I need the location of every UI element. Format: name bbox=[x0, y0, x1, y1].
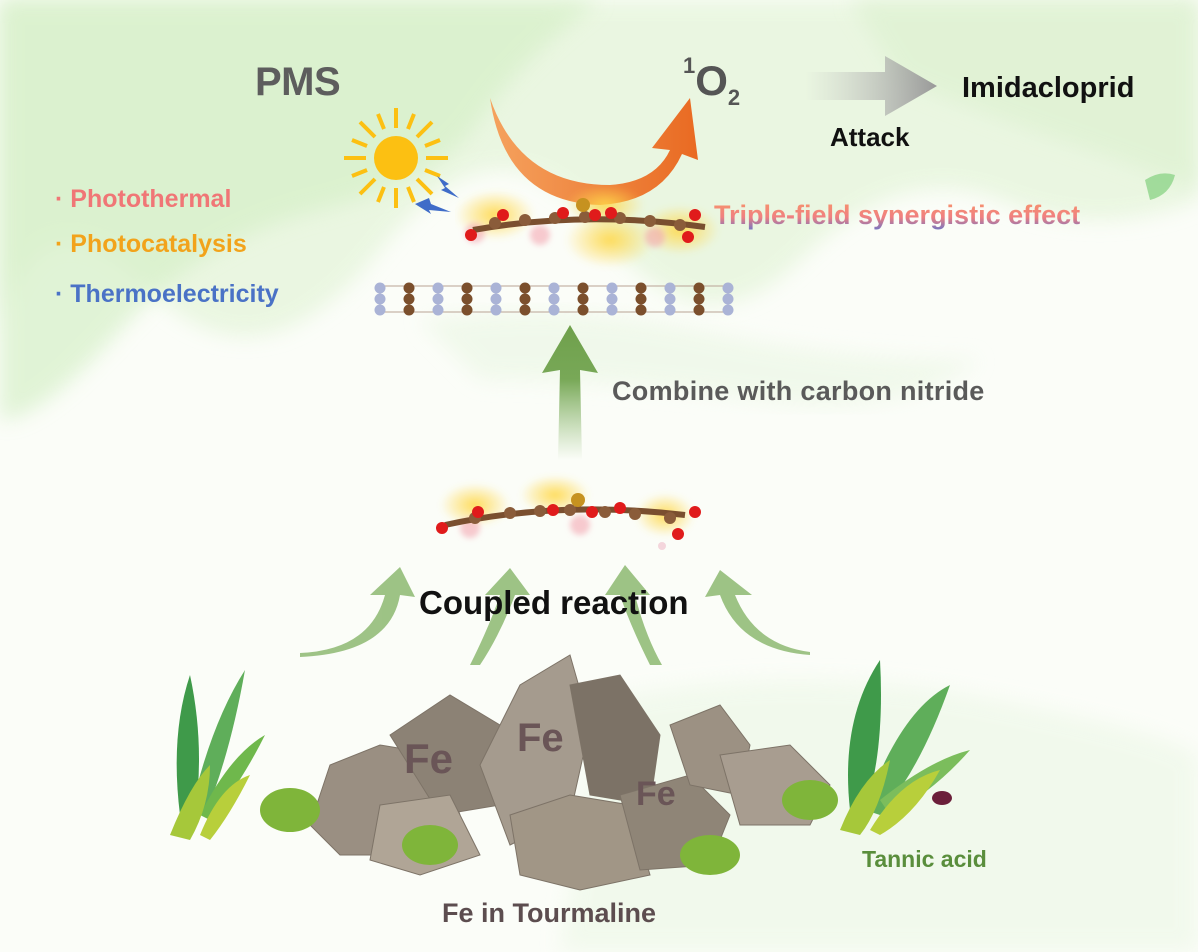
curved-arrow-icon bbox=[490, 98, 698, 205]
nitrogen-atom bbox=[374, 293, 386, 305]
curved-arrow-4 bbox=[705, 570, 810, 655]
carbon-atom bbox=[693, 282, 705, 294]
nitrogen-atom bbox=[606, 304, 618, 316]
curved-arrow-1 bbox=[300, 567, 415, 657]
nitrogen-atom bbox=[374, 304, 386, 316]
fe-label-1: Fe bbox=[404, 735, 454, 782]
o2-superscript: 1 bbox=[683, 53, 696, 78]
carbon-atom bbox=[519, 282, 531, 294]
curved-arrows-group bbox=[300, 565, 810, 665]
o2-base: O bbox=[695, 57, 728, 104]
nitrogen-atom bbox=[490, 304, 502, 316]
sun-icon bbox=[344, 108, 448, 208]
fe-label-3: Fe bbox=[636, 775, 676, 813]
carbon-atom bbox=[403, 293, 415, 305]
carbon-atom bbox=[577, 293, 589, 305]
carbon-atom bbox=[461, 293, 473, 305]
tannic-acid-label: Tannic acid bbox=[862, 846, 987, 872]
tourmaline-label: Fe in Tourmaline bbox=[442, 898, 657, 928]
curved-arrow-2 bbox=[470, 568, 530, 665]
property-photocatalysis: · Photocatalysis bbox=[55, 230, 247, 258]
carbon-atom bbox=[461, 282, 473, 294]
singlet-oxygen-label: 1O2 bbox=[683, 53, 740, 110]
nitrogen-atom bbox=[432, 304, 444, 316]
coupled-reaction-label: Coupled reaction bbox=[419, 584, 689, 621]
combine-label: Combine with carbon nitride bbox=[612, 376, 985, 406]
carbon-atom bbox=[635, 282, 647, 294]
nitrogen-atom bbox=[722, 293, 734, 305]
nitrogen-atom bbox=[664, 304, 676, 316]
lightning-icon bbox=[415, 176, 459, 214]
triple-field-effect-label: Triple-field synergistic effect bbox=[714, 200, 1081, 230]
nitrogen-atom bbox=[664, 293, 676, 305]
attack-label: Attack bbox=[830, 122, 910, 152]
carbon-atom bbox=[403, 282, 415, 294]
nitrogen-atom bbox=[722, 282, 734, 294]
carbon-atom bbox=[461, 304, 473, 316]
carbon-atom bbox=[403, 304, 415, 316]
curved-arrow-3 bbox=[605, 565, 662, 665]
imidacloprid-label: Imidacloprid bbox=[962, 72, 1135, 104]
property-photothermal: · Photothermal bbox=[55, 185, 232, 213]
bush-icon bbox=[260, 788, 320, 832]
molecule-icon bbox=[436, 475, 701, 550]
property-thermoelectricity: · Thermoelectricity bbox=[55, 280, 279, 308]
nitrogen-atom bbox=[548, 304, 560, 316]
plant-icon bbox=[840, 660, 970, 835]
carbon-atom bbox=[519, 304, 531, 316]
nitrogen-atom bbox=[606, 293, 618, 305]
carbon-atom bbox=[635, 293, 647, 305]
carbon-atom bbox=[577, 304, 589, 316]
nitrogen-atom bbox=[664, 282, 676, 294]
nitrogen-atom bbox=[432, 282, 444, 294]
nitrogen-atom bbox=[548, 293, 560, 305]
nitrogen-atom bbox=[548, 282, 560, 294]
rock-pile-icon bbox=[260, 654, 838, 891]
carbon-nitride-layer-icon bbox=[374, 282, 734, 316]
carbon-atom bbox=[693, 293, 705, 305]
nitrogen-atom bbox=[722, 304, 734, 316]
carbon-atom bbox=[519, 293, 531, 305]
o2-subscript: 2 bbox=[727, 85, 741, 110]
fe-label-2: Fe bbox=[517, 716, 564, 760]
nitrogen-atom bbox=[432, 293, 444, 305]
carbon-atom bbox=[693, 304, 705, 316]
carbon-atom bbox=[577, 282, 589, 294]
molecule-layer-icon bbox=[455, 185, 720, 268]
carbon-atom bbox=[635, 304, 647, 316]
nitrogen-atom bbox=[606, 282, 618, 294]
plant-icon bbox=[170, 670, 265, 840]
nitrogen-atom bbox=[374, 282, 386, 294]
nitrogen-atom bbox=[490, 282, 502, 294]
nitrogen-atom bbox=[490, 293, 502, 305]
gray-arrow-icon bbox=[805, 56, 937, 116]
pms-label: PMS bbox=[255, 60, 341, 104]
up-arrow-icon bbox=[542, 325, 598, 460]
